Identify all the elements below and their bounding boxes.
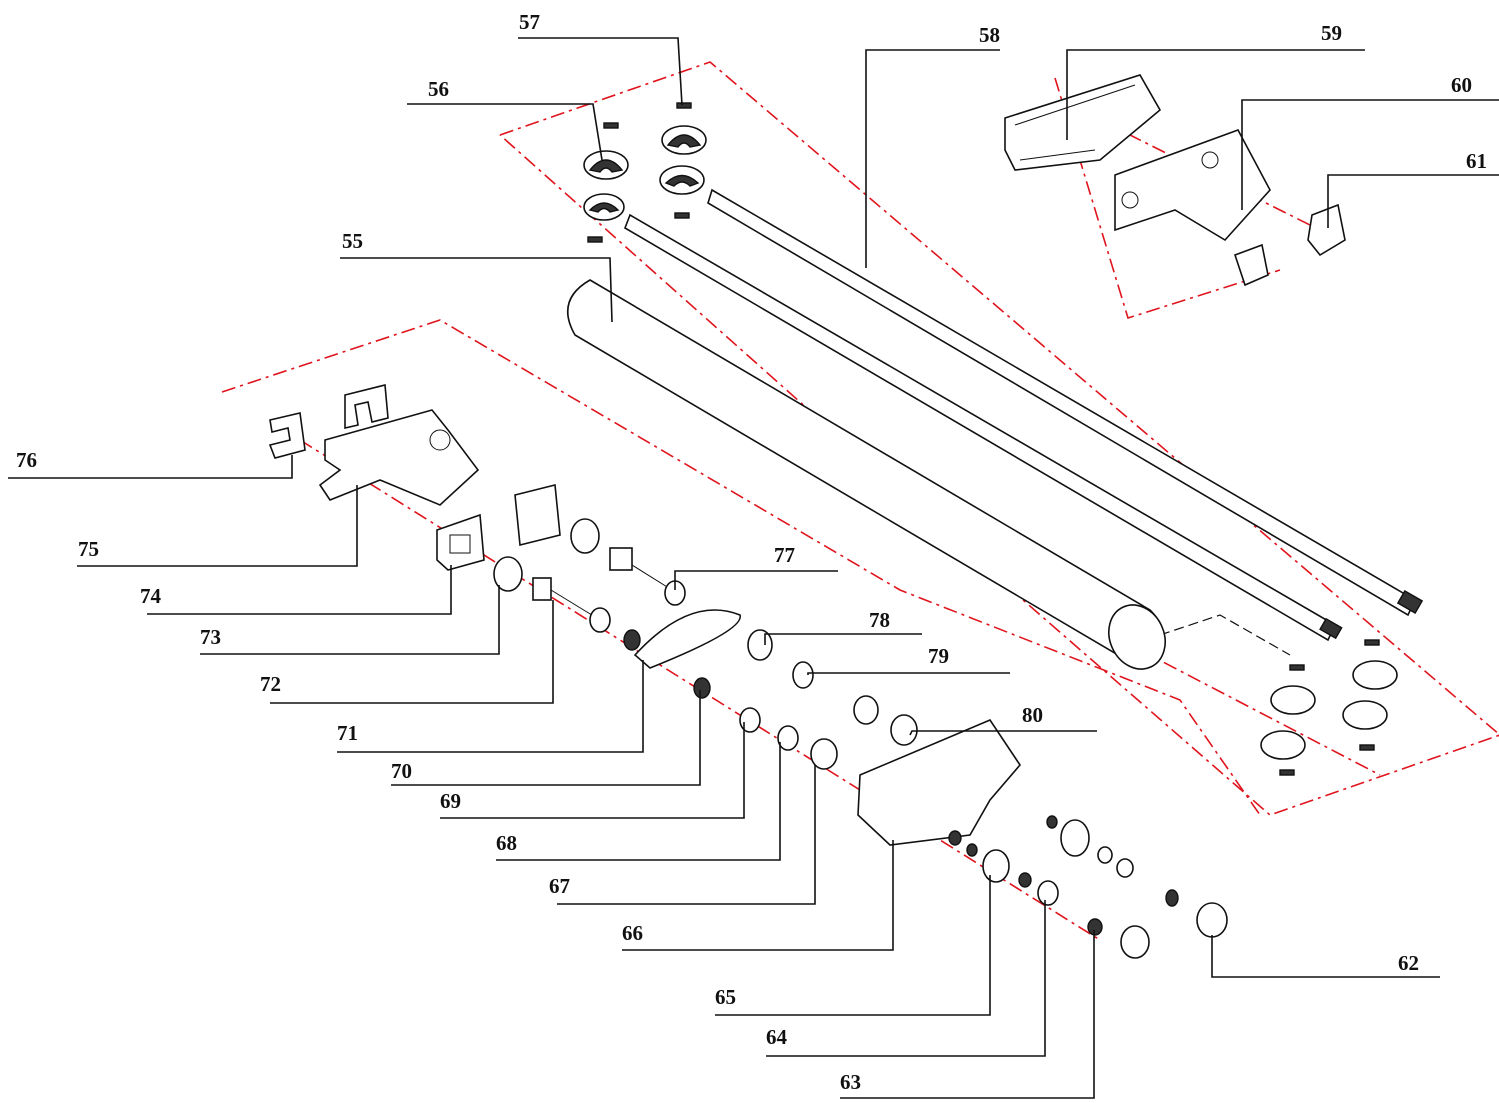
callout-78: 78 bbox=[869, 608, 890, 632]
leader-70-a bbox=[391, 690, 701, 786]
part-79-washer bbox=[792, 661, 814, 689]
leader-79 bbox=[807, 672, 1010, 675]
callout-73: 73 bbox=[200, 625, 221, 649]
leader-62 bbox=[1211, 935, 1440, 978]
leader-73 bbox=[147, 565, 452, 615]
callout-80: 80 bbox=[1022, 703, 1043, 727]
part-70-belt bbox=[633, 609, 741, 669]
roller-link-line bbox=[1159, 614, 1291, 656]
leader-68 bbox=[496, 742, 781, 861]
callout-72: 72 bbox=[260, 672, 281, 696]
callout-76: 76 bbox=[16, 448, 37, 472]
roller-end-bearing-blocks bbox=[1260, 639, 1398, 776]
callout-60: 60 bbox=[1451, 73, 1472, 97]
leader-76 bbox=[8, 455, 293, 479]
part-disc-small bbox=[853, 695, 879, 725]
part-knob-left bbox=[1120, 925, 1150, 959]
part-bracket-upper bbox=[514, 483, 561, 547]
part-58-shafts bbox=[624, 188, 1424, 642]
leader-65 bbox=[715, 875, 991, 1016]
part-66-disc bbox=[810, 738, 838, 770]
leader-70 bbox=[337, 660, 644, 753]
part-59-60-61-side-frame bbox=[1004, 74, 1346, 287]
callout-57: 57 bbox=[519, 10, 540, 34]
roller-end-axis bbox=[1139, 649, 1381, 776]
leader-67 bbox=[557, 765, 816, 905]
callout-79: 79 bbox=[928, 644, 949, 668]
callout-69: 69 bbox=[440, 789, 461, 813]
part-71-hub bbox=[532, 577, 552, 601]
leader-80 bbox=[909, 730, 1097, 736]
callout-64: 64 bbox=[766, 1025, 788, 1049]
drive-train-parts bbox=[493, 483, 1228, 959]
callout-65: 65 bbox=[715, 985, 736, 1009]
part-68-washer bbox=[739, 707, 761, 733]
callout-74: 74 bbox=[140, 584, 162, 608]
part-72-pulley bbox=[493, 556, 523, 592]
callout-62: 62 bbox=[1398, 951, 1419, 975]
part-77-screw-head bbox=[609, 547, 633, 571]
callout-55: 55 bbox=[342, 229, 363, 253]
leader-71 bbox=[270, 600, 554, 704]
leader-61 bbox=[1327, 174, 1499, 228]
part-73-76-left-frame bbox=[268, 383, 485, 571]
callout-67: 67 bbox=[549, 874, 570, 898]
part-56-57-bearing-blocks bbox=[583, 102, 707, 243]
callout-68: 68 bbox=[496, 831, 517, 855]
callout-70: 70 bbox=[391, 759, 412, 783]
callout-56: 56 bbox=[428, 77, 449, 101]
part-67-washer bbox=[777, 725, 799, 751]
leader-66 bbox=[622, 840, 894, 951]
part-55-large-roller bbox=[566, 279, 1166, 670]
leader-69 bbox=[440, 722, 745, 819]
leader-59 bbox=[1066, 49, 1365, 140]
leader-lines bbox=[8, 37, 1499, 1099]
part-65-housing bbox=[857, 719, 1022, 846]
part-80-disc bbox=[890, 714, 918, 746]
leader-64 bbox=[766, 900, 1046, 1057]
leader-55 bbox=[340, 257, 613, 323]
callout-labels: 55 56 57 58 59 60 61 62 63 64 65 66 67 6… bbox=[16, 10, 1487, 1094]
part-69-nut bbox=[693, 677, 711, 699]
callout-61: 61 bbox=[1466, 149, 1487, 173]
callout-66: 66 bbox=[622, 921, 643, 945]
callout-71: 71 bbox=[337, 721, 358, 745]
part-spacer bbox=[570, 518, 600, 554]
leader-56 bbox=[407, 103, 603, 161]
leader-77 bbox=[674, 570, 838, 590]
leader-60 bbox=[1241, 99, 1499, 210]
left-drive-assembly-boundary bbox=[221, 319, 1261, 816]
leader-58 bbox=[865, 49, 1000, 268]
part-gear-upper bbox=[1060, 819, 1090, 857]
part-62-knob bbox=[1196, 902, 1228, 938]
leader-63 bbox=[840, 930, 1095, 1099]
callout-77: 77 bbox=[774, 543, 795, 567]
leader-72 bbox=[200, 585, 500, 655]
part-70-bearing bbox=[589, 607, 611, 633]
leader-74 bbox=[77, 485, 358, 567]
part-78-gear bbox=[747, 629, 773, 661]
leader-57 bbox=[518, 37, 683, 106]
leader-78 bbox=[764, 633, 922, 645]
part-63-nut bbox=[1037, 880, 1059, 906]
callout-59: 59 bbox=[1321, 21, 1342, 45]
part-64-gear bbox=[982, 849, 1010, 883]
callout-63: 63 bbox=[840, 1070, 861, 1094]
callout-58: 58 bbox=[979, 23, 1000, 47]
callout-75: 75 bbox=[78, 537, 99, 561]
